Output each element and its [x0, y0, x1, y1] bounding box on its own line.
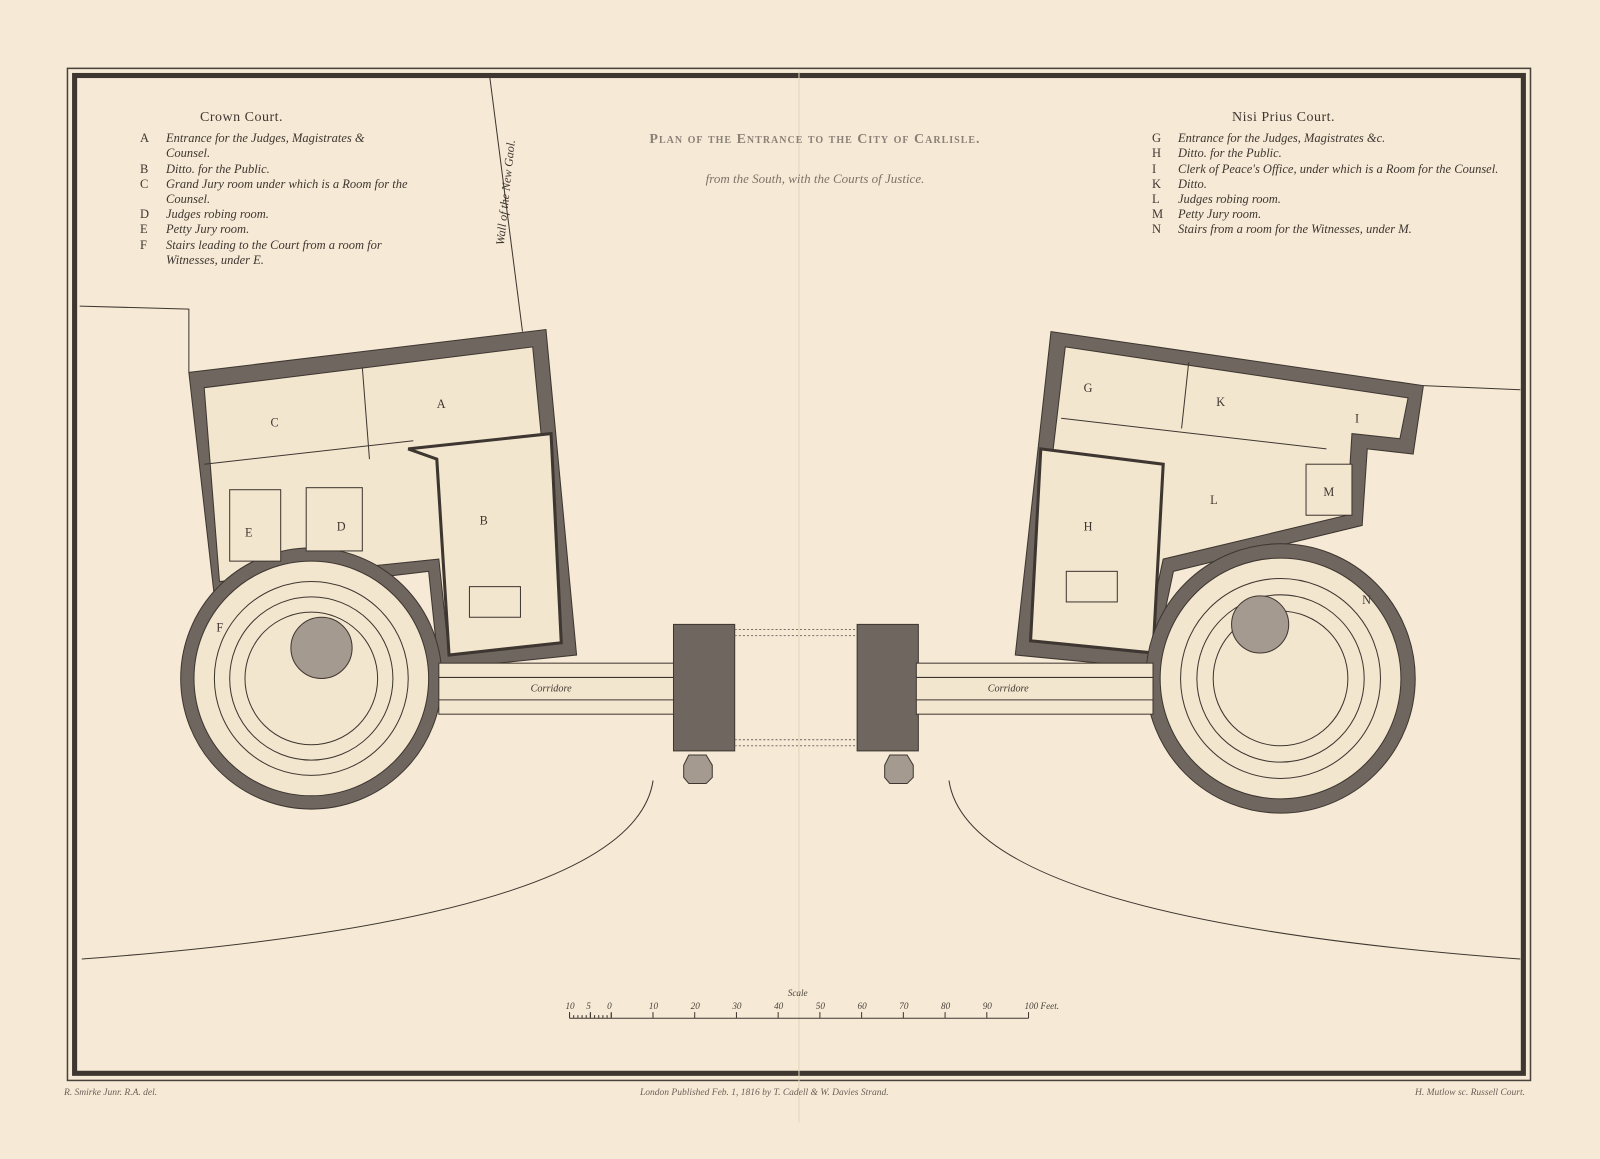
approach-arc-left	[81, 780, 654, 960]
room-label-i: I	[1355, 411, 1359, 425]
legend-item: B Ditto. for the Public.	[140, 162, 410, 177]
footer-engraver: H. Mutlow sc. Russell Court.	[1414, 1088, 1525, 1098]
legend-text: Judges robing room.	[166, 207, 269, 222]
scale-tick-label: 5	[586, 1001, 591, 1011]
plan-subtitle: from the South, with the Courts of Justi…	[705, 171, 925, 186]
legend-item: C Grand Jury room under which is a Room f…	[140, 177, 410, 207]
footer-draughtsman: R. Smirke Junr. R.A. del.	[64, 1088, 158, 1098]
legend-text: Entrance for the Judges, Magistrates &c.	[1178, 131, 1386, 146]
legend-key: H	[1152, 146, 1162, 161]
plan-title: Plan of the Entrance to the City of Carl…	[649, 132, 981, 147]
legend-key: A	[140, 131, 150, 146]
boundary-line-right	[1423, 385, 1521, 391]
legend-text: Ditto.	[1178, 176, 1207, 191]
corridor-right	[915, 662, 1154, 715]
scale-tick-label: 30	[731, 1001, 742, 1011]
legend-text: Clerk of Peace's Office, under which is …	[1178, 161, 1499, 176]
gate-pier-right	[856, 623, 919, 752]
legend-text: Ditto. for the Public.	[166, 161, 270, 176]
room-label-c: C	[270, 415, 278, 429]
crown-court-building	[180, 328, 578, 810]
legend-text: Stairs from a room for the Witnesses, un…	[1178, 222, 1412, 237]
bollard-right	[884, 754, 914, 785]
legend-text: Petty Jury room.	[166, 222, 250, 237]
boundary-line-left	[79, 305, 190, 373]
legend-item: I Clerk of Peace's Office, under which is…	[1152, 162, 1522, 177]
room-label-d: D	[337, 520, 346, 534]
scale-tick-label: 10	[649, 1001, 659, 1011]
scale-tick-label: 80	[941, 1001, 951, 1011]
legend-key: I	[1152, 161, 1157, 176]
room-label-m: M	[1323, 485, 1334, 499]
legend-item: M Petty Jury room.	[1152, 207, 1522, 222]
legend-text: Grand Jury room under which is a Room fo…	[166, 176, 408, 207]
crown-court-legend: Crown Court. A Entrance for the Judges, M…	[140, 110, 410, 268]
scale-tick-label: 20	[691, 1001, 701, 1011]
room-label-g: G	[1084, 381, 1093, 395]
legend-item: N Stairs from a room for the Witnesses, u…	[1152, 222, 1522, 237]
approach-arc-right	[948, 780, 1521, 960]
corridor-label-right: Corridore	[988, 684, 1029, 695]
scale-tick-label: 0	[607, 1001, 612, 1011]
legend-key: E	[140, 222, 148, 237]
room-label-a: A	[437, 397, 446, 411]
corridor-label-left: Corridore	[531, 684, 572, 695]
gateway-steps	[734, 628, 858, 747]
legend-heading: Nisi Prius Court.	[1232, 110, 1336, 125]
legend-key: M	[1152, 207, 1164, 222]
scale-tick-label: 50	[816, 1001, 826, 1011]
room-label-e: E	[245, 526, 252, 540]
nisi-prius-court-building	[1014, 330, 1424, 814]
legend-item: E Petty Jury room.	[140, 222, 410, 237]
legend-item: K Ditto.	[1152, 177, 1522, 192]
legend-text: Judges robing room.	[1178, 192, 1281, 207]
legend-item: D Judges robing room.	[140, 207, 410, 222]
room-label-f: F	[216, 621, 223, 635]
scale-tick-label: 60	[858, 1001, 868, 1011]
legend-key: B	[140, 161, 149, 176]
legend-item: F Stairs leading to the Court from a room…	[140, 238, 410, 268]
scale-tick-label: 40	[774, 1001, 784, 1011]
nisi-prius-legend: Nisi Prius Court. G Entrance for the Judg…	[1152, 110, 1522, 238]
room-label-h: H	[1084, 520, 1093, 534]
legend-key: F	[140, 237, 147, 252]
room-label-b: B	[480, 513, 488, 527]
legend-key: D	[140, 207, 150, 222]
scale-tick-label: 10	[565, 1001, 575, 1011]
scale-tick-label: 70	[899, 1001, 909, 1011]
legend-heading: Crown Court.	[200, 110, 283, 125]
room-label-n: N	[1362, 593, 1371, 607]
gate-pier-left	[672, 623, 736, 752]
footer-publisher: London Published Feb. 1, 1816 by T. Cade…	[640, 1088, 889, 1098]
legend-key: L	[1152, 192, 1160, 207]
legend-text: Petty Jury room.	[1178, 207, 1262, 222]
scale-label: Scale	[788, 988, 808, 998]
legend-text: Stairs leading to the Court from a room …	[166, 237, 382, 267]
bollard-left	[683, 754, 713, 785]
room-label-l: L	[1210, 493, 1217, 507]
legend-key: N	[1152, 222, 1162, 237]
legend-key: K	[1152, 176, 1162, 191]
legend-item: L Judges robing room.	[1152, 192, 1522, 207]
legend-item: A Entrance for the Judges, Magistrates & …	[140, 131, 410, 161]
scale-tick-label: 100 Feet.	[1024, 1001, 1059, 1011]
gaol-wall-line	[489, 77, 523, 332]
legend-item: G Entrance for the Judges, Magistrates &c…	[1152, 131, 1522, 146]
legend-text: Entrance for the Judges, Magistrates & C…	[166, 131, 365, 161]
legend-key: G	[1152, 131, 1162, 146]
legend-key: C	[140, 176, 149, 191]
room-label-k: K	[1216, 395, 1225, 409]
legend-text: Ditto. for the Public.	[1178, 146, 1282, 161]
scale-tick-label: 90	[983, 1001, 993, 1011]
legend-item: H Ditto. for the Public.	[1152, 146, 1522, 161]
